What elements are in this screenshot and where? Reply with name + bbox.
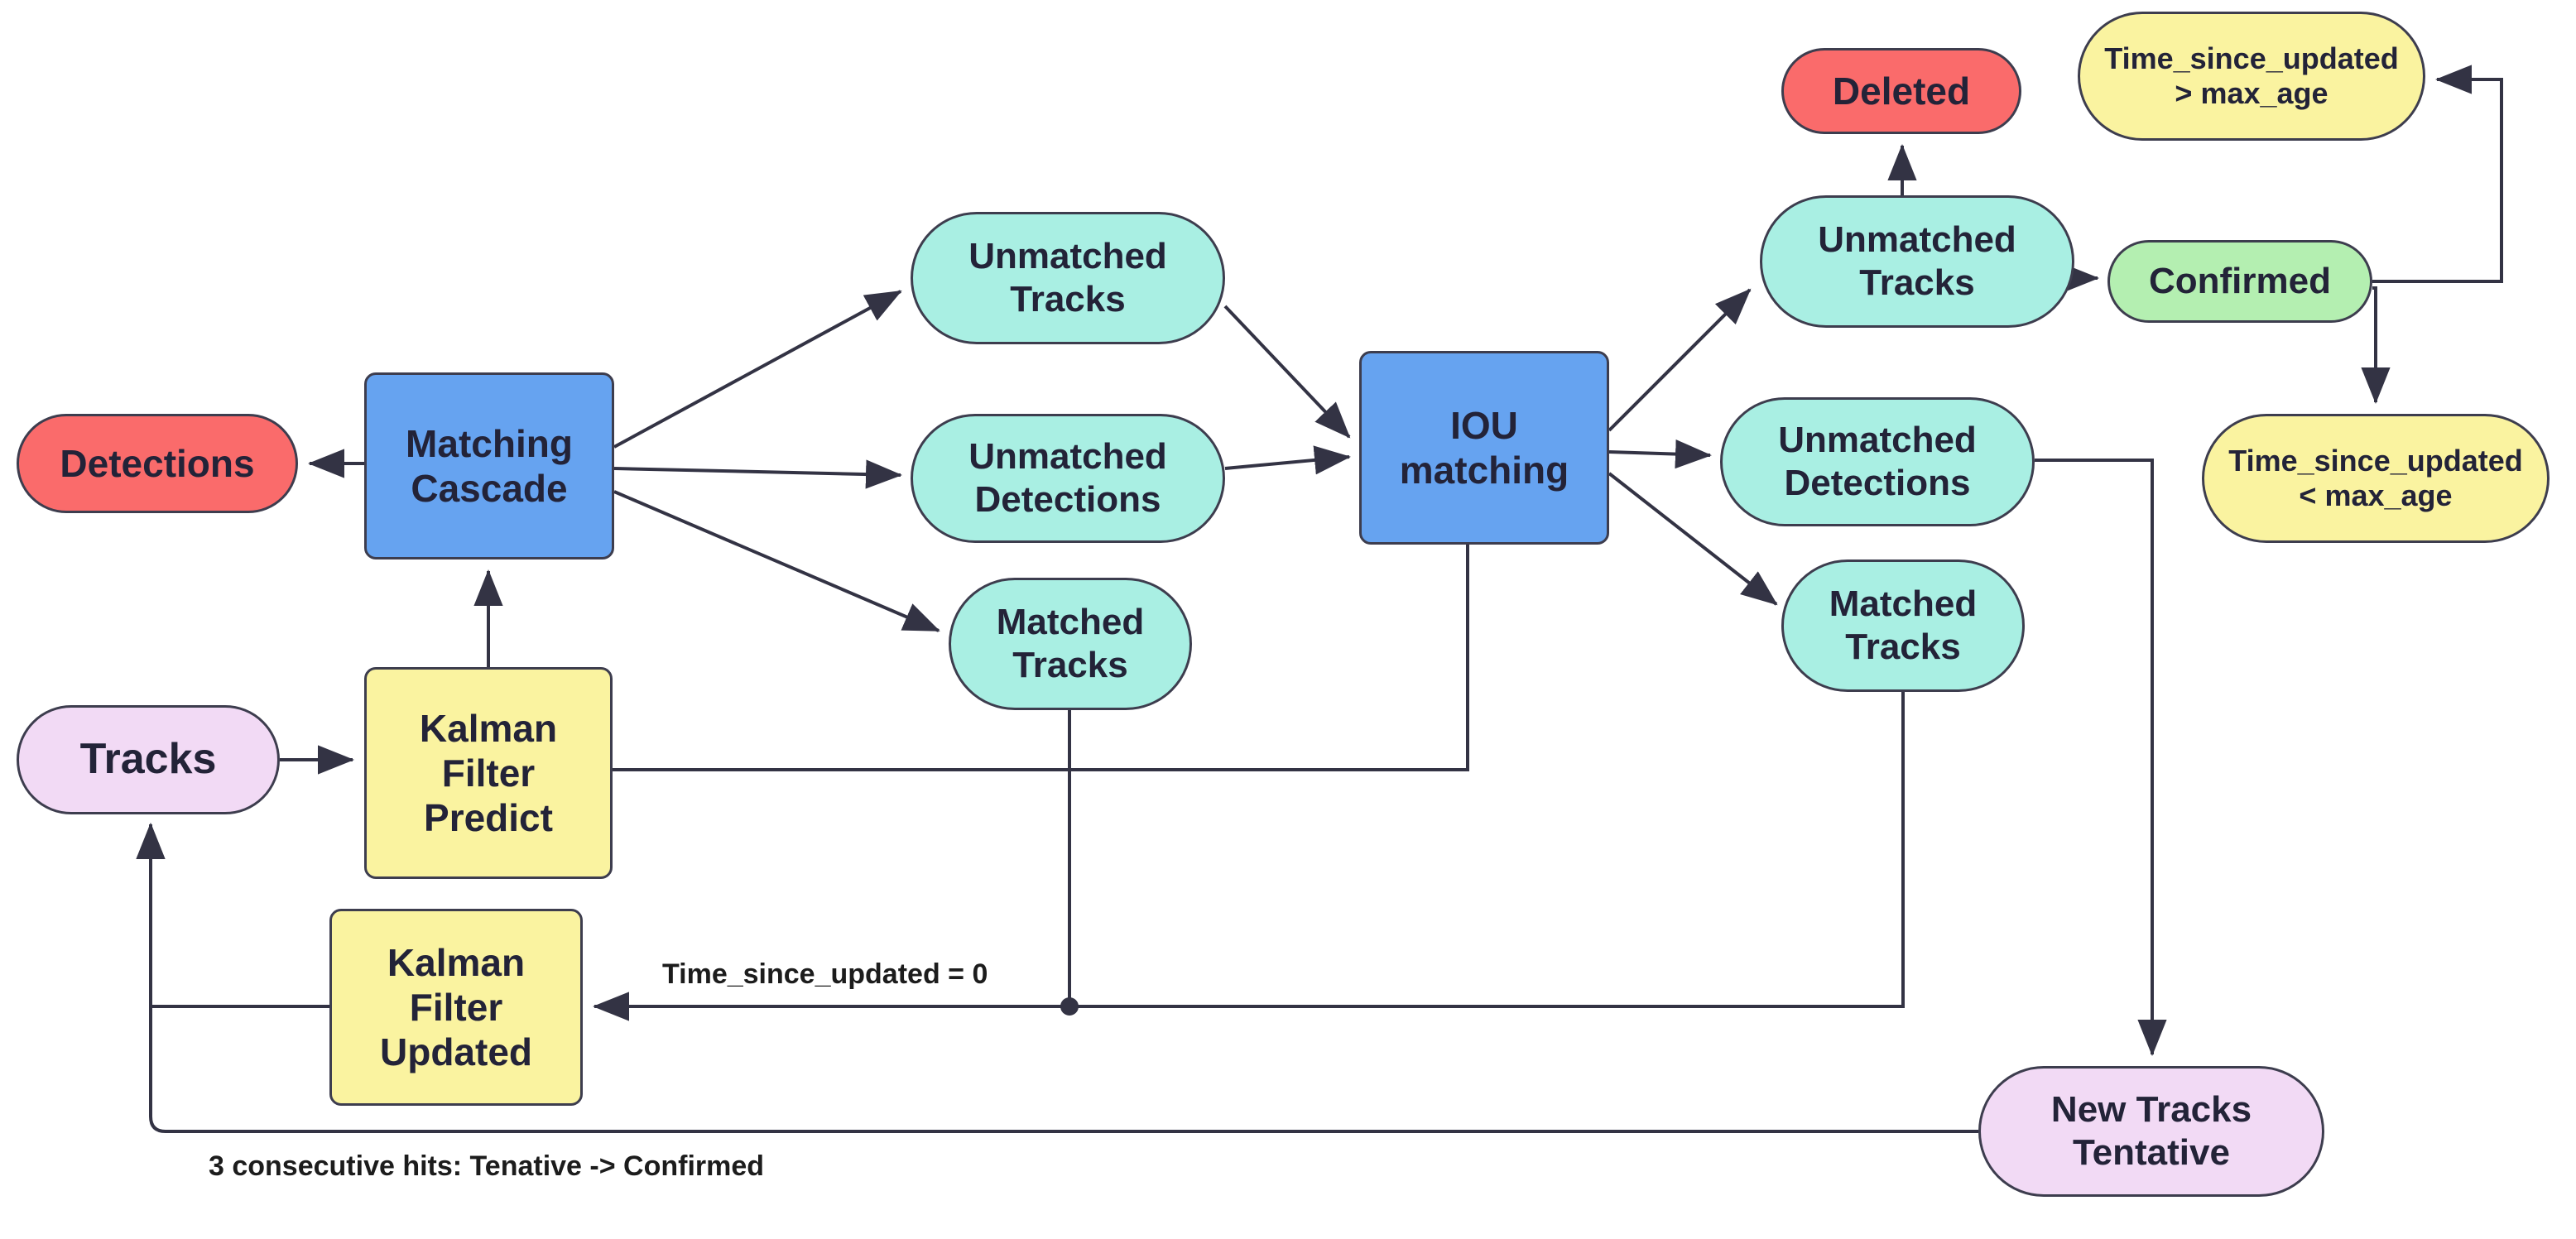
edge-unmatched-detections-1-to-iou-matching [1224, 445, 1351, 475]
node-unmatched-tracks-iou[interactable]: Unmatched Tracks [1760, 195, 2074, 328]
edge-confirmed-to-tsu-lt-maxage [2361, 286, 2391, 404]
node-unmatched-detections-iou[interactable]: Unmatched Detections [1720, 397, 2035, 526]
node-matching-cascade[interactable]: Matching Cascade [364, 372, 614, 559]
node-iou-matching[interactable]: IOU matching [1359, 351, 1609, 545]
node-time-since-updated-lt-max-age[interactable]: Time_since_updated < max_age [2202, 414, 2550, 543]
node-new-tracks-tentative-label: New Tracks Tentative [2050, 1089, 2252, 1173]
node-detections-label: Detections [60, 441, 255, 485]
node-unmatched-detections-cascade-label: Unmatched Detections [968, 436, 1167, 520]
node-iou-matching-label: IOU matching [1399, 403, 1569, 492]
node-tracks-label: Tracks [79, 735, 217, 784]
node-time-since-updated-gt-max-age-label: Time_since_updated > max_age [2104, 41, 2399, 110]
node-matched-tracks-cascade[interactable]: Matched Tracks [949, 578, 1192, 710]
node-detections[interactable]: Detections [17, 414, 298, 513]
node-matched-tracks-cascade-label: Matched Tracks [996, 602, 1145, 685]
wire-junction-dot [1060, 997, 1079, 1016]
node-kalman-filter-predict[interactable]: Kalman Filter Predict [364, 667, 613, 879]
edge-matching-cascade-to-unmatched-detections-1 [613, 459, 902, 489]
edge-label-three-consecutive-hits: 3 consecutive hits: Tenative -> Confirme… [209, 1150, 765, 1182]
edge-label-time-since-updated-zero: Time_since_updated = 0 [662, 958, 988, 990]
edge-matching-cascade-to-unmatched-tracks-1 [613, 290, 902, 449]
node-tracks[interactable]: Tracks [17, 705, 280, 814]
node-deleted[interactable]: Deleted [1781, 48, 2021, 134]
node-unmatched-detections-iou-label: Unmatched Detections [1778, 420, 1977, 503]
node-matching-cascade-label: Matching Cascade [406, 421, 573, 510]
node-confirmed[interactable]: Confirmed [2107, 240, 2372, 323]
edge-unmatched-detections-2-to-new-tracks [2035, 459, 2167, 1056]
node-kalman-filter-predict-label: Kalman Filter Predict [419, 706, 558, 840]
edge-kalman-updated-to-tracks [136, 823, 329, 1008]
edge-iou-matching-to-unmatched-tracks-2 [1608, 288, 1752, 432]
node-unmatched-tracks-cascade-label: Unmatched Tracks [968, 236, 1167, 319]
node-confirmed-label: Confirmed [2149, 261, 2331, 302]
edge-matching-cascade-to-matched-tracks-1 [613, 490, 940, 632]
node-deleted-label: Deleted [1832, 69, 1971, 113]
edge-unmatched-tracks-1-to-iou-matching [1223, 305, 1351, 439]
node-kalman-filter-updated[interactable]: Kalman Filter Updated [329, 909, 583, 1106]
node-matched-tracks-iou[interactable]: Matched Tracks [1781, 559, 2025, 692]
node-time-since-updated-gt-max-age[interactable]: Time_since_updated > max_age [2078, 12, 2425, 141]
node-kalman-filter-updated-label: Kalman Filter Updated [380, 940, 532, 1074]
edge-iou-matching-to-unmatched-detections-2 [1608, 439, 1712, 469]
node-unmatched-detections-cascade[interactable]: Unmatched Detections [911, 414, 1225, 543]
node-unmatched-tracks-iou-label: Unmatched Tracks [1818, 219, 2016, 303]
node-new-tracks-tentative[interactable]: New Tracks Tentative [1978, 1066, 2324, 1197]
node-matched-tracks-iou-label: Matched Tracks [1829, 583, 1978, 667]
node-unmatched-tracks-cascade[interactable]: Unmatched Tracks [911, 212, 1225, 344]
node-time-since-updated-lt-max-age-label: Time_since_updated < max_age [2228, 443, 2523, 512]
